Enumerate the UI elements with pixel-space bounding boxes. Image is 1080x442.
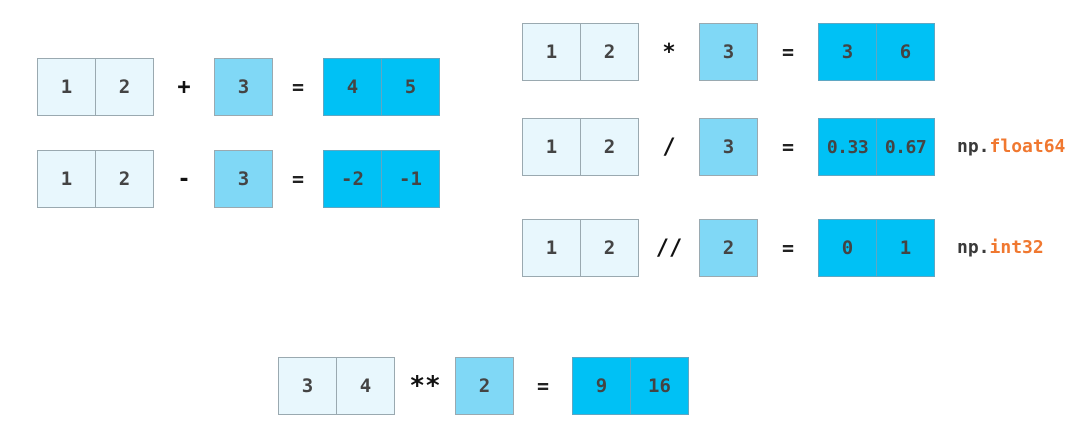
result-cell: -2 — [323, 150, 382, 208]
result-cell: 16 — [630, 357, 689, 415]
input-array: 1 2 — [522, 118, 639, 176]
operator: / — [662, 134, 676, 160]
scalar-cell: 3 — [214, 58, 273, 116]
array-cell: 1 — [522, 219, 581, 277]
equals-sign: = — [291, 75, 305, 99]
subtraction-equation: 1 2 - 3 = -2 -1 — [37, 149, 440, 209]
multiplication-equation: 1 2 * 3 = 3 6 — [522, 22, 935, 82]
array-cell: 1 — [37, 150, 96, 208]
input-array: 3 4 — [278, 357, 395, 415]
dtype-name: float64 — [989, 136, 1066, 157]
array-cell: 1 — [522, 23, 581, 81]
result-cell: 0.67 — [876, 118, 935, 176]
input-array: 1 2 — [522, 23, 639, 81]
array-cell: 3 — [278, 357, 337, 415]
scalar-cell: 2 — [699, 219, 758, 277]
array-cell: 2 — [580, 118, 639, 176]
result-array: 4 5 — [323, 58, 440, 116]
dtype-label-float64: np.float64 — [957, 136, 1065, 157]
equals-sign: = — [781, 40, 795, 64]
power-equation: 3 4 ** 2 = 9 16 — [278, 356, 689, 416]
result-cell: 9 — [572, 357, 631, 415]
scalar-cell: 3 — [214, 150, 273, 208]
addition-equation: 1 2 + 3 = 4 5 — [37, 57, 440, 117]
equals-sign: = — [536, 374, 550, 398]
dtype-prefix: np. — [957, 136, 990, 157]
result-array: 9 16 — [572, 357, 689, 415]
array-cell: 1 — [522, 118, 581, 176]
operator: // — [655, 235, 683, 261]
equals-sign: = — [781, 135, 795, 159]
result-cell: 3 — [818, 23, 877, 81]
array-cell: 1 — [37, 58, 96, 116]
result-array: 0 1 — [818, 219, 935, 277]
result-array: -2 -1 — [323, 150, 440, 208]
array-cell: 2 — [580, 23, 639, 81]
equals-sign: = — [291, 167, 305, 191]
result-cell: 5 — [381, 58, 440, 116]
result-cell: 1 — [876, 219, 935, 277]
operator: - — [177, 166, 191, 192]
input-array: 1 2 — [522, 219, 639, 277]
dtype-prefix: np. — [957, 237, 990, 258]
result-cell: 0 — [818, 219, 877, 277]
operator: ** — [409, 371, 441, 401]
input-array: 1 2 — [37, 150, 154, 208]
array-cell: 4 — [336, 357, 395, 415]
result-cell: 4 — [323, 58, 382, 116]
array-cell: 2 — [95, 150, 154, 208]
array-cell: 2 — [580, 219, 639, 277]
result-array: 0.33 0.67 — [818, 118, 935, 176]
dtype-label-int32: np.int32 — [957, 237, 1044, 258]
result-cell: 6 — [876, 23, 935, 81]
floor-division-equation: 1 2 // 2 = 0 1 — [522, 218, 935, 278]
operator: * — [662, 39, 676, 65]
result-cell: 0.33 — [818, 118, 877, 176]
array-cell: 2 — [95, 58, 154, 116]
dtype-name: int32 — [989, 237, 1044, 258]
scalar-cell: 2 — [455, 357, 514, 415]
division-equation: 1 2 / 3 = 0.33 0.67 — [522, 117, 935, 177]
result-array: 3 6 — [818, 23, 935, 81]
operator: + — [177, 74, 191, 100]
input-array: 1 2 — [37, 58, 154, 116]
equals-sign: = — [781, 236, 795, 260]
result-cell: -1 — [381, 150, 440, 208]
scalar-cell: 3 — [699, 23, 758, 81]
scalar-cell: 3 — [699, 118, 758, 176]
